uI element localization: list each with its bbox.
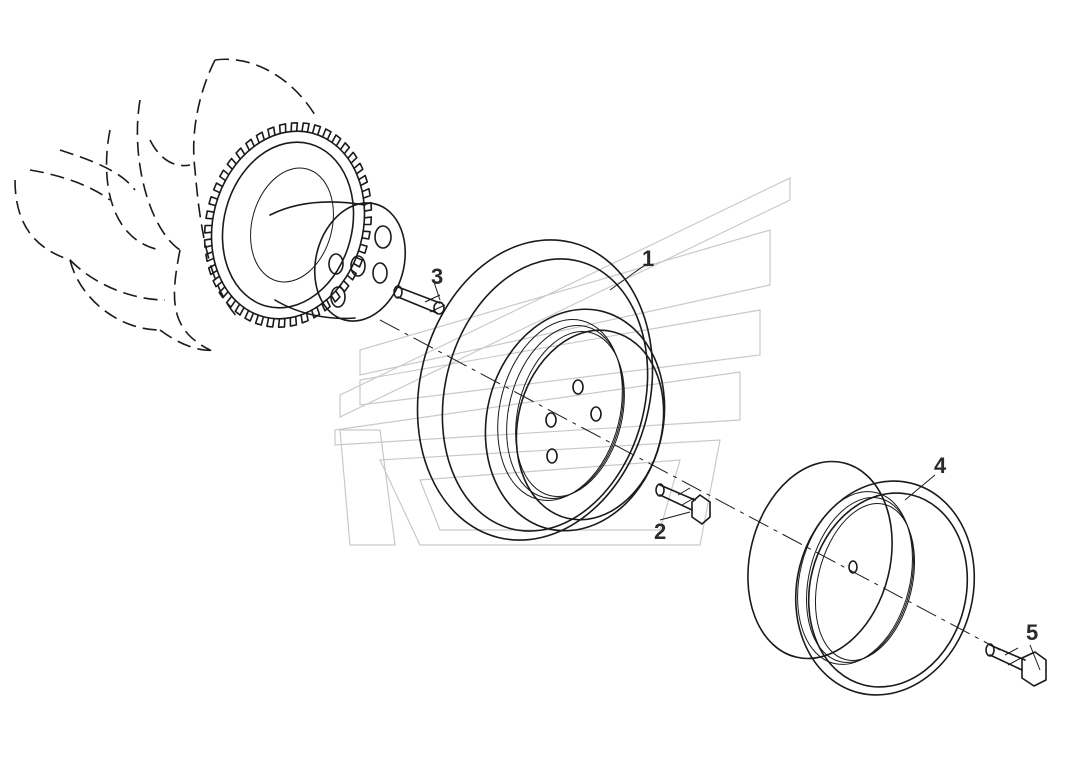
assembly-axis <box>379 319 1001 651</box>
watermark-logo <box>334 177 791 546</box>
leader-lines <box>433 264 1041 671</box>
callout-4: 4 <box>934 453 947 478</box>
crankshaft-phantom <box>14 58 316 352</box>
vibration-damper <box>416 239 666 541</box>
gear-tooth-outline <box>203 122 373 328</box>
pulley-bolt <box>985 643 1047 687</box>
callout-2: 2 <box>654 519 666 544</box>
dowel-pin <box>393 285 446 315</box>
callout-3: 3 <box>431 264 443 289</box>
crankshaft-flange <box>269 201 407 322</box>
gear-teeth <box>203 122 373 328</box>
crankshaft-pulley <box>747 460 976 696</box>
damper-bolt <box>655 483 711 525</box>
crankshaft-gear <box>210 130 366 320</box>
callout-1: 1 <box>642 246 654 271</box>
callout-5: 5 <box>1026 620 1038 645</box>
